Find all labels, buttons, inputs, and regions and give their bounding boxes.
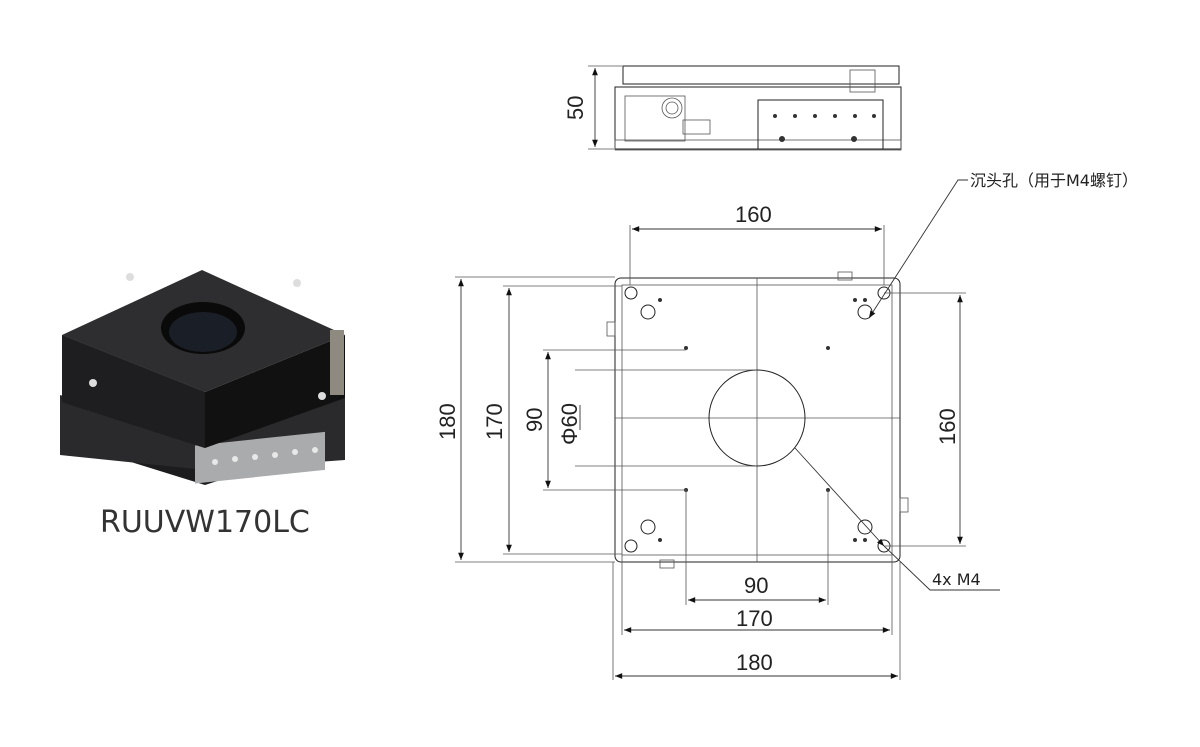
dim-bottom-170: 170 xyxy=(736,606,773,631)
dim-bottom-180: 180 xyxy=(736,650,773,675)
dim-top-160: 160 xyxy=(735,202,772,227)
dim-diameter-60: Φ60 xyxy=(557,403,582,445)
threaded-holes-note: 4x M4 xyxy=(932,570,981,589)
side-view: 50 xyxy=(563,65,902,151)
counterbore-note: 沉头孔（用于M4螺钉） xyxy=(970,171,1138,190)
product-photo: RUUVW170LC xyxy=(60,270,345,540)
dim-left-180: 180 xyxy=(435,403,460,440)
dim-bottom-90: 90 xyxy=(744,573,768,598)
dim-left-170: 170 xyxy=(482,403,507,440)
top-view: 160 180 170 90 Φ60 160 90 170 180 沉头孔（用于… xyxy=(435,171,1138,680)
side-height-dimension: 50 xyxy=(563,96,588,120)
dim-left-90: 90 xyxy=(522,408,547,432)
product-model-label: RUUVW170LC xyxy=(100,505,310,540)
dim-right-160: 160 xyxy=(935,408,960,445)
